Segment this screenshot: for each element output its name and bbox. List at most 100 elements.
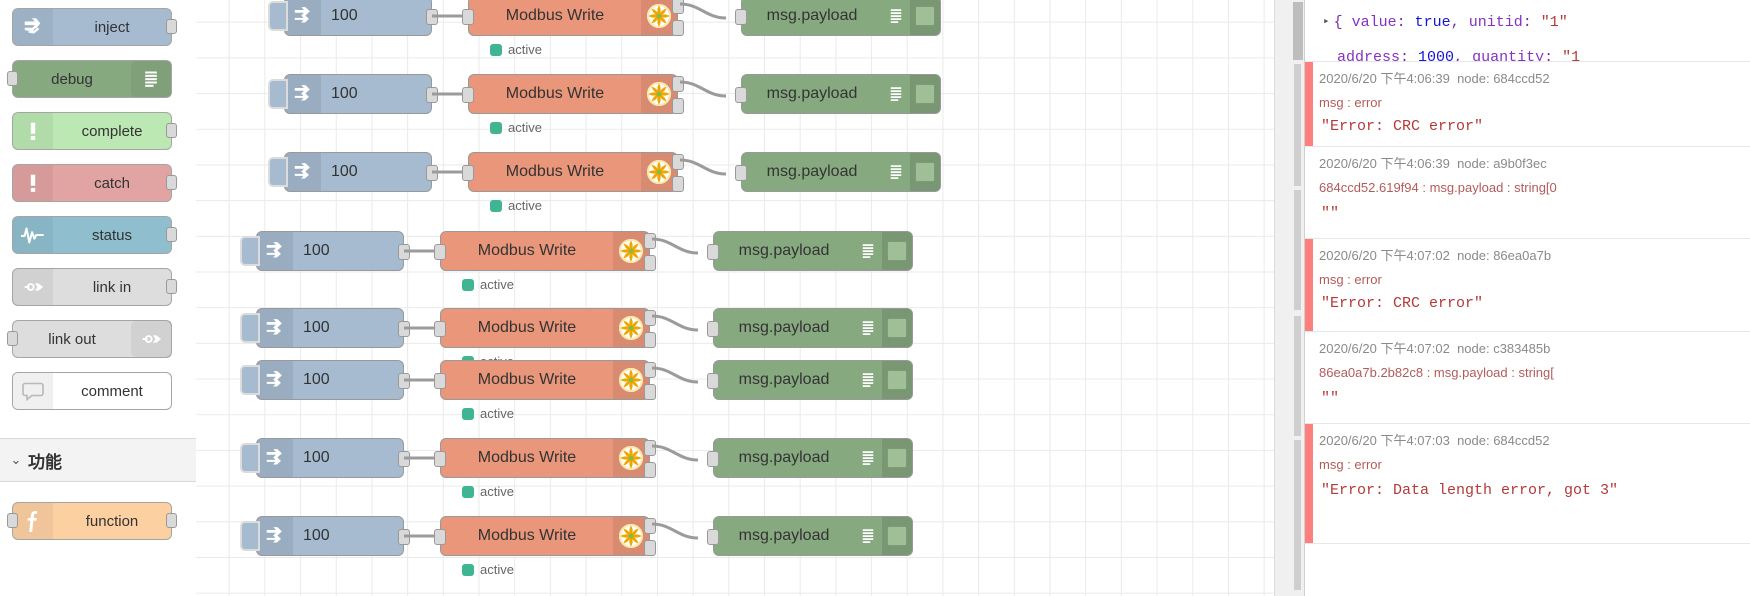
output-port[interactable] xyxy=(398,244,410,260)
output-port[interactable] xyxy=(426,9,438,25)
expand-triangle-icon[interactable]: ▸ xyxy=(1323,16,1330,28)
debug-message[interactable]: ▸{ value: true, unitid: "1"address: 1000… xyxy=(1305,0,1750,62)
modbus-write-node[interactable]: Modbus Write xyxy=(462,152,684,192)
debug-node[interactable]: msg.payload xyxy=(735,152,941,192)
debug-scrollbar-thumb[interactable] xyxy=(1293,2,1303,60)
output-port-2[interactable] xyxy=(644,462,656,478)
debug-enable-toggle[interactable] xyxy=(882,232,912,270)
debug-enable-toggle[interactable] xyxy=(910,153,940,191)
input-port[interactable] xyxy=(434,244,446,260)
inject-trigger-button[interactable] xyxy=(240,521,260,551)
debug-enable-toggle[interactable] xyxy=(910,75,940,113)
output-port-1[interactable] xyxy=(644,440,656,456)
palette-category-function[interactable]: ⌄ 功能 xyxy=(0,438,196,482)
debug-scrollbar-segment[interactable] xyxy=(1294,190,1301,310)
input-port[interactable] xyxy=(735,87,747,103)
output-port[interactable] xyxy=(398,321,410,337)
palette-node-function[interactable]: function xyxy=(7,502,177,540)
debug-node-id[interactable]: node: 684ccd52 xyxy=(1457,433,1550,448)
output-port[interactable] xyxy=(398,529,410,545)
debug-node[interactable]: msg.payload xyxy=(707,231,913,271)
output-port-1[interactable] xyxy=(644,518,656,534)
modbus-write-node[interactable]: Modbus Write xyxy=(434,438,656,478)
output-port-1[interactable] xyxy=(672,76,684,92)
input-port[interactable] xyxy=(707,373,719,389)
inject-trigger-button[interactable] xyxy=(268,1,288,31)
output-port[interactable] xyxy=(166,227,177,242)
debug-enable-toggle[interactable] xyxy=(882,517,912,555)
inject-trigger-button[interactable] xyxy=(240,365,260,395)
output-port-1[interactable] xyxy=(644,233,656,249)
output-port[interactable] xyxy=(398,451,410,467)
debug-scrollbar-segment[interactable] xyxy=(1294,316,1301,436)
inject-trigger-button[interactable] xyxy=(268,79,288,109)
debug-scrollbar-segment[interactable] xyxy=(1294,440,1301,590)
debug-sidebar[interactable]: ▸{ value: true, unitid: "1"address: 1000… xyxy=(1304,0,1750,596)
palette-node-status[interactable]: status xyxy=(12,216,177,254)
input-port[interactable] xyxy=(707,529,719,545)
output-port-1[interactable] xyxy=(644,362,656,378)
debug-node[interactable]: msg.payload xyxy=(707,360,913,400)
input-port[interactable] xyxy=(7,71,18,86)
output-port-1[interactable] xyxy=(672,154,684,170)
input-port[interactable] xyxy=(707,321,719,337)
input-port[interactable] xyxy=(7,331,18,346)
palette-node-complete[interactable]: complete xyxy=(12,112,177,150)
input-port[interactable] xyxy=(462,87,474,103)
inject-node[interactable]: 100 xyxy=(268,152,438,192)
modbus-write-node[interactable]: Modbus Write xyxy=(434,516,656,556)
output-port-2[interactable] xyxy=(644,384,656,400)
input-port[interactable] xyxy=(434,321,446,337)
debug-node-id[interactable]: node: 86ea0a7b xyxy=(1457,248,1552,263)
palette-node-debug[interactable]: debug xyxy=(7,60,172,98)
output-port[interactable] xyxy=(166,123,177,138)
modbus-write-node[interactable]: Modbus Write xyxy=(462,0,684,36)
input-port[interactable] xyxy=(707,451,719,467)
flow-canvas[interactable]: 100 Modbus Write active xyxy=(196,0,1304,596)
input-port[interactable] xyxy=(735,165,747,181)
palette-node-link-out[interactable]: link out xyxy=(7,320,172,358)
output-port[interactable] xyxy=(166,513,177,528)
palette-node-catch[interactable]: catch xyxy=(12,164,177,202)
input-port[interactable] xyxy=(7,513,18,528)
inject-node[interactable]: 100 xyxy=(268,0,438,36)
output-port[interactable] xyxy=(426,87,438,103)
inject-node[interactable]: 100 xyxy=(268,74,438,114)
output-port-2[interactable] xyxy=(644,540,656,556)
output-port[interactable] xyxy=(426,165,438,181)
inject-node[interactable]: 100 xyxy=(240,308,410,348)
output-port-2[interactable] xyxy=(644,332,656,348)
modbus-write-node[interactable]: Modbus Write xyxy=(434,308,656,348)
output-port-1[interactable] xyxy=(672,0,684,14)
palette-node-comment[interactable]: comment xyxy=(12,372,172,410)
input-port[interactable] xyxy=(462,165,474,181)
debug-node[interactable]: msg.payload xyxy=(735,0,941,36)
debug-enable-toggle[interactable] xyxy=(882,361,912,399)
inject-node[interactable]: 100 xyxy=(240,360,410,400)
palette-node-link-in[interactable]: link in xyxy=(12,268,177,306)
debug-node[interactable]: msg.payload xyxy=(707,438,913,478)
inject-trigger-button[interactable] xyxy=(268,157,288,187)
input-port[interactable] xyxy=(434,373,446,389)
input-port[interactable] xyxy=(707,244,719,260)
input-port[interactable] xyxy=(462,9,474,25)
debug-enable-toggle[interactable] xyxy=(882,309,912,347)
debug-node-id[interactable]: node: c383485b xyxy=(1457,341,1551,356)
inject-trigger-button[interactable] xyxy=(240,236,260,266)
output-port-1[interactable] xyxy=(644,310,656,326)
inject-node[interactable]: 100 xyxy=(240,516,410,556)
inject-trigger-button[interactable] xyxy=(240,443,260,473)
output-port[interactable] xyxy=(398,373,410,389)
output-port[interactable] xyxy=(166,279,177,294)
input-port[interactable] xyxy=(735,9,747,25)
modbus-write-node[interactable]: Modbus Write xyxy=(462,74,684,114)
output-port-2[interactable] xyxy=(672,20,684,36)
inject-node[interactable]: 100 xyxy=(240,231,410,271)
input-port[interactable] xyxy=(434,529,446,545)
debug-node-id[interactable]: node: a9b0f3ec xyxy=(1457,156,1547,171)
debug-node[interactable]: msg.payload xyxy=(707,516,913,556)
